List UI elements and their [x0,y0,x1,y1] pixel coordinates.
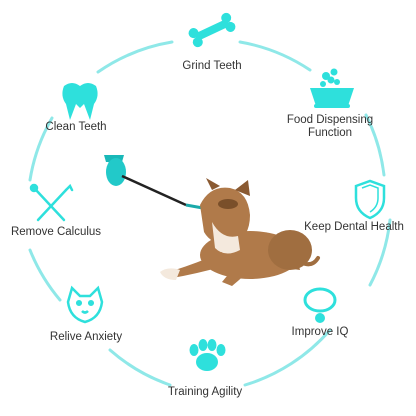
feature-label-grind-teeth: Grind Teeth [182,60,242,72]
feature-label-improve-iq: Improve IQ [291,326,349,338]
ring [28,40,392,387]
feature-label-training-agility: Training Agility [167,386,243,398]
feature-label-relive-anxiety: Relive Anxiety [49,331,123,343]
collar-icon [303,287,337,323]
feature-label-food-dispensing: Food Dispensing Function [286,114,374,139]
feature-label-clean-teeth: Clean Teeth [45,121,107,133]
feature-label-remove-calculus: Remove Calculus [10,226,102,238]
shield-icon [354,179,386,220]
dental-tools-icon [29,183,74,222]
tooth-icon [62,83,98,120]
feature-label-keep-dental-health: Keep Dental Health [304,221,404,233]
food-bowl-icon [310,68,354,108]
dog [160,178,320,286]
dog-face-icon [66,285,104,324]
bone-icon [188,12,236,48]
paw-icon [189,339,226,371]
